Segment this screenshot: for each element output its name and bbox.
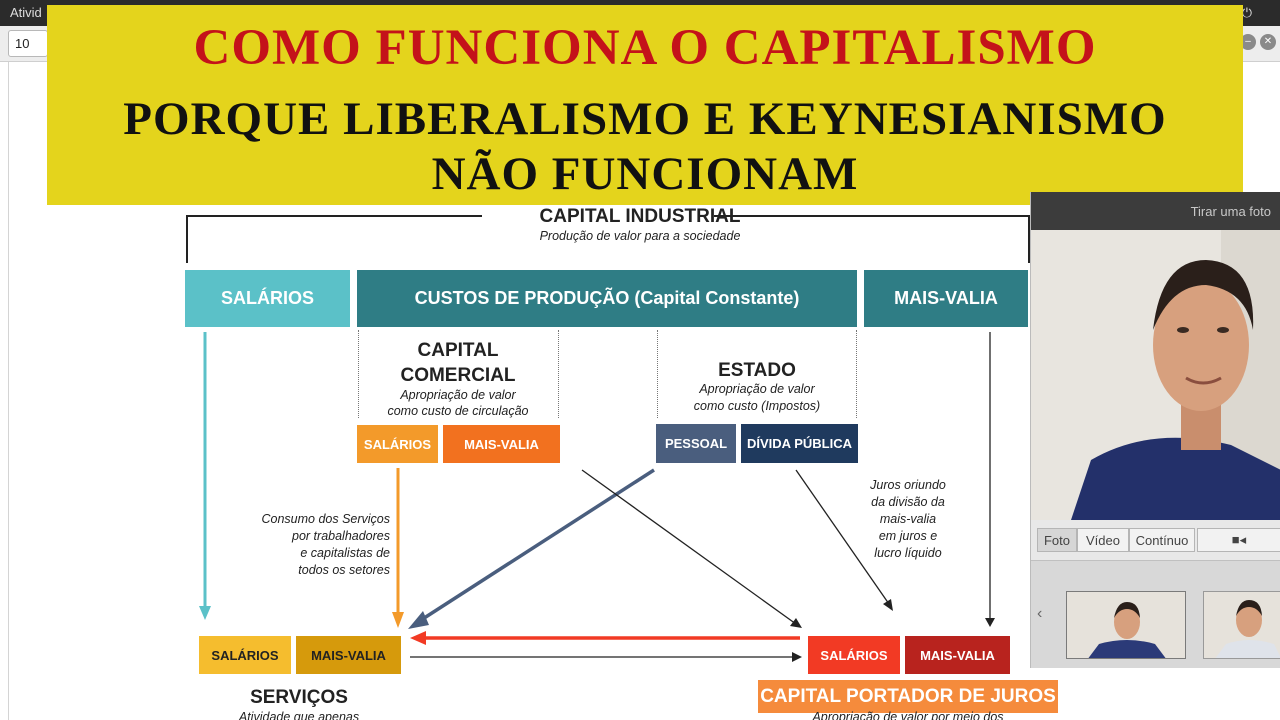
thumbnail-2[interactable]: [1203, 591, 1280, 659]
industrial-mais-valia-box: MAIS-VALIA: [864, 270, 1028, 327]
thumbnail-1-image: [1067, 592, 1185, 658]
estado-title: ESTADO: [718, 360, 796, 381]
juros-note-line: Juros oriundo: [870, 478, 946, 492]
tab-continuo[interactable]: Contínuo: [1129, 528, 1195, 552]
divider-estado-left: [657, 330, 658, 418]
take-photo-title: Tirar uma foto: [1190, 204, 1271, 219]
juros-note-line: da divisão da: [871, 495, 945, 509]
banner-subtitle-line2: NÃO FUNCIONAM: [431, 148, 859, 200]
bracket-left: [186, 215, 188, 263]
estado-pessoal-box: PESSOAL: [656, 424, 736, 463]
chevron-left-icon[interactable]: ‹: [1037, 605, 1043, 622]
estado-desc-line2: como custo (Impostos): [693, 399, 821, 413]
capture-button[interactable]: ■◂: [1197, 528, 1280, 552]
juros-salarios-box: SALÁRIOS: [808, 636, 900, 674]
title-banner: COMO FUNCIONA O CAPITALISMO PORQUE LIBER…: [47, 5, 1243, 205]
servicos-title: SERVIÇOS: [250, 687, 348, 708]
juros-mais-valia-box: MAIS-VALIA: [905, 636, 1010, 674]
close-window-icon[interactable]: ✕: [1260, 34, 1276, 50]
photo-thumbnails: ‹: [1031, 560, 1280, 668]
power-icon: ⏻: [1241, 5, 1252, 20]
bracket-right: [1028, 215, 1030, 263]
estado-divida-publica-box: DÍVIDA PÚBLICA: [741, 424, 858, 463]
estado-desc-line1: Apropriação de valor: [699, 382, 815, 396]
consumo-note-line: por trabalhadores: [292, 529, 390, 543]
juros-note-line: em juros e: [878, 529, 938, 543]
comercial-salarios-box: SALÁRIOS: [357, 425, 438, 463]
tab-video[interactable]: Vídeo: [1077, 528, 1129, 552]
thumbnail-2-image: [1204, 592, 1280, 658]
tab-foto[interactable]: Foto: [1037, 528, 1077, 552]
comercial-desc-line2: como custo de circulação: [387, 404, 529, 418]
comercial-title-line2: COMERCIAL: [400, 365, 516, 386]
servicos-salarios-box: SALÁRIOS: [199, 636, 291, 674]
juros-note-line: mais-valia: [879, 512, 937, 526]
consumo-note: Consumo dos Serviços por trabalhadores e…: [200, 511, 390, 579]
servicos-desc: Atividade que apenas: [238, 710, 360, 720]
comercial-title-line1: CAPITAL: [417, 340, 499, 361]
industrial-salarios-box: SALÁRIOS: [185, 270, 350, 327]
webcam-header: Tirar uma foto: [1031, 192, 1280, 230]
servicos-mais-valia-box: MAIS-VALIA: [296, 636, 401, 674]
webcam-video: [1031, 230, 1280, 520]
capital-juros-desc: Apropriação de valor por meio dos: [812, 710, 1004, 720]
consumo-note-line: e capitalistas de: [300, 546, 390, 560]
minimize-window-icon[interactable]: –: [1240, 34, 1256, 50]
zoom-input[interactable]: 10: [8, 30, 48, 57]
capital-juros-title: CAPITAL PORTADOR DE JUROS: [758, 680, 1058, 713]
bracket-top-right: [714, 215, 1030, 217]
juros-note: Juros oriundo da divisão da mais-valia e…: [838, 477, 978, 562]
consumo-note-line: todos os setores: [298, 563, 390, 577]
custos-producao-box: CUSTOS DE PRODUÇÃO (Capital Constante): [357, 270, 857, 327]
thumbnail-1[interactable]: [1066, 591, 1186, 659]
bracket-top-left: [186, 215, 482, 217]
divider-comercial-left: [358, 330, 359, 418]
consumo-note-line: Consumo dos Serviços: [261, 512, 390, 526]
comercial-desc-line1: Apropriação de valor: [400, 388, 516, 402]
divider-comercial-right: [558, 330, 559, 418]
banner-title: COMO FUNCIONA O CAPITALISMO: [193, 20, 1097, 76]
camera-icon: ■◂: [1231, 532, 1247, 547]
comercial-mais-valia-box: MAIS-VALIA: [443, 425, 560, 463]
divider-estado-right: [856, 330, 857, 418]
juros-note-line: lucro líquido: [874, 546, 942, 560]
capital-industrial-subtitle: Produção de valor para a sociedade: [539, 229, 741, 243]
webcam-mode-toolbar: Foto Vídeo Contínuo ■◂: [1031, 526, 1280, 554]
activities-button[interactable]: Ativid: [10, 5, 42, 20]
presenter-video-frame: [1031, 230, 1280, 520]
capital-industrial-title: CAPITAL INDUSTRIAL: [539, 206, 741, 227]
banner-subtitle-line1: PORQUE LIBERALISMO E KEYNESIANISMO: [123, 93, 1167, 145]
webcam-panel: Tirar uma foto Foto Vídeo Contínuo ■◂ ‹: [1030, 192, 1280, 668]
